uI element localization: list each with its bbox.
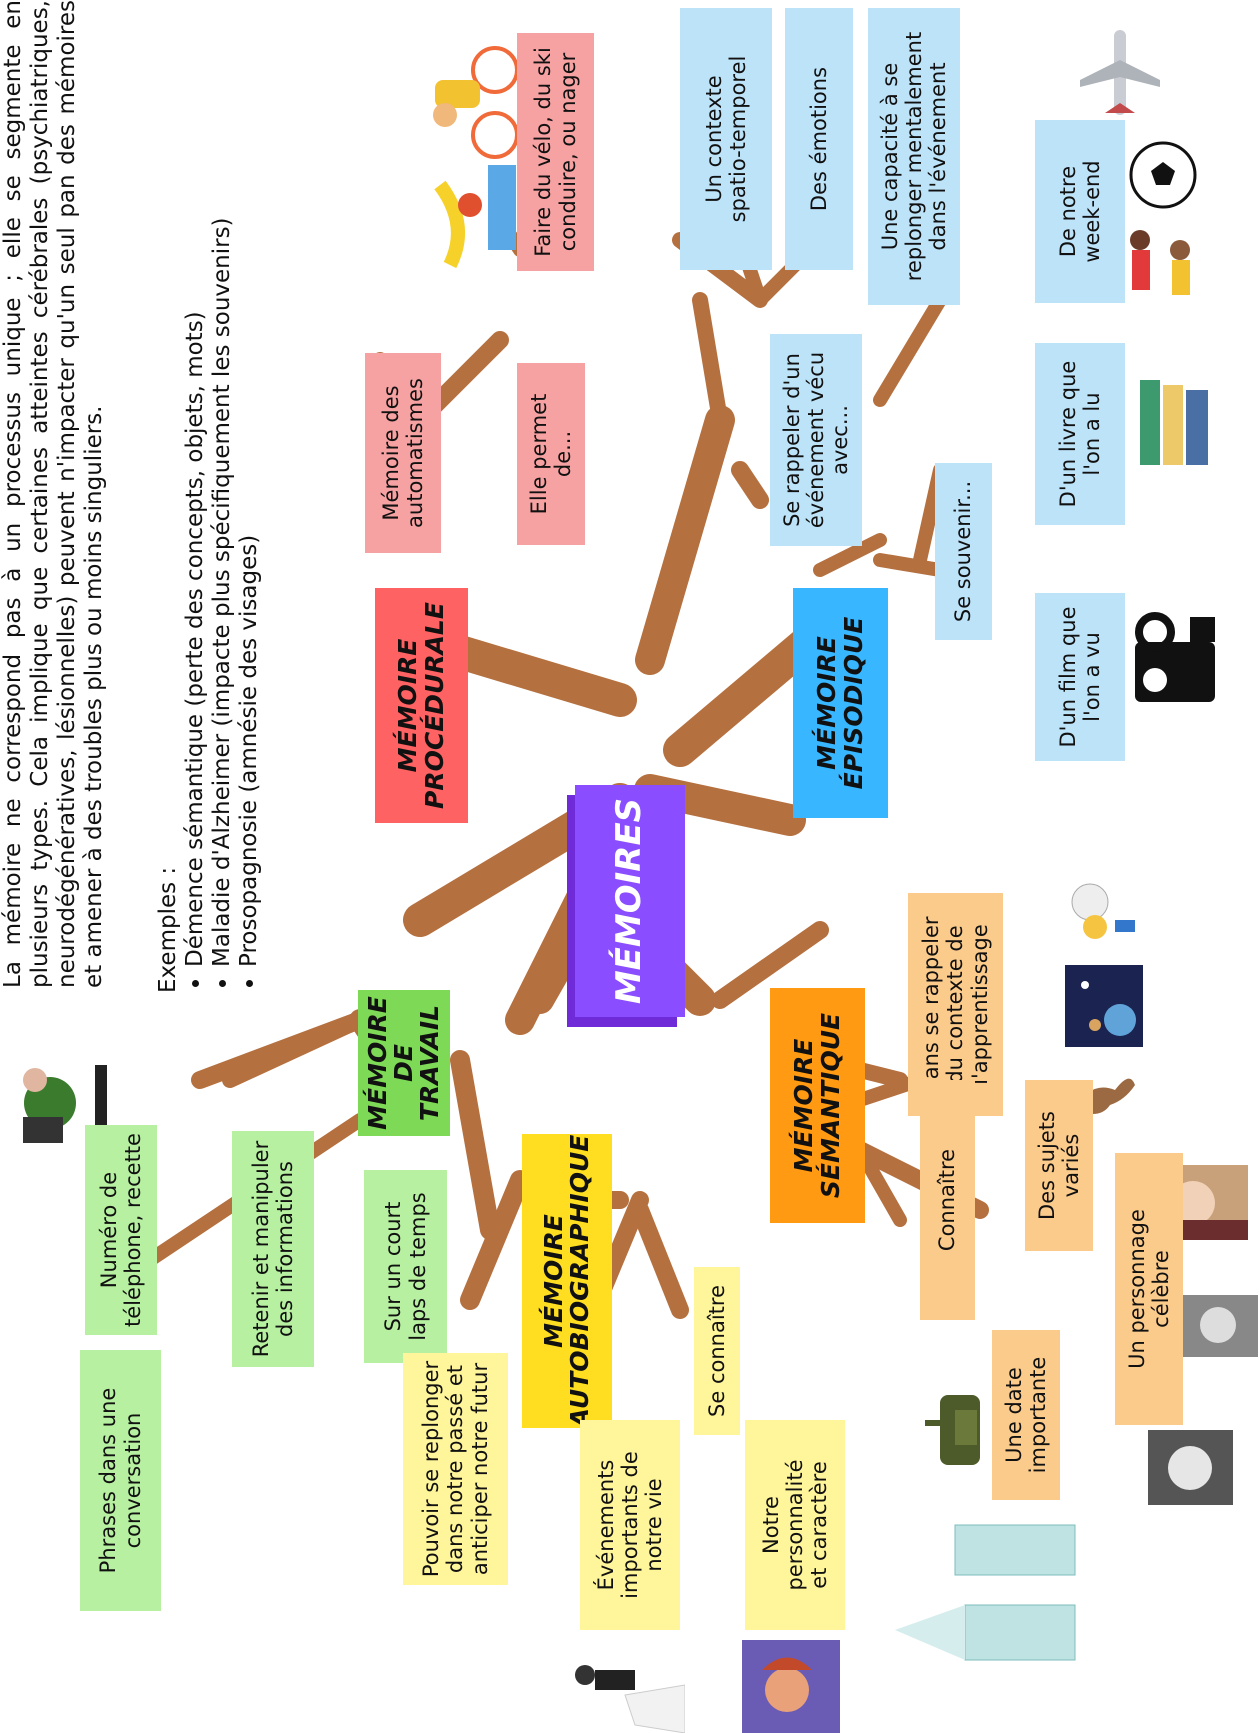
node-numero: Numéro de téléphone, recette: [85, 1125, 157, 1335]
node-souvenir: Se souvenir...: [935, 463, 992, 640]
node-court: Sur un court laps de temps: [364, 1170, 447, 1363]
ski-icon: [434, 165, 516, 269]
celebrity-portrait-2: [1178, 1295, 1258, 1357]
example-item: Démence sémantique (perte des concepts, …: [182, 193, 209, 967]
skyscraper-icon: [895, 1524, 1076, 1661]
node-date: Une date importante: [992, 1330, 1060, 1500]
node-memoire-semantique: MÉMOIRE SÉMANTIQUE: [770, 988, 865, 1223]
branch-line: [526, 916, 594, 1014]
node-pouvoir: Pouvoir se replonger dans notre passé et…: [403, 1353, 508, 1585]
children-icon: [1130, 230, 1190, 295]
branch-line: [853, 1143, 907, 1227]
center-node: MÉMOIRES: [575, 785, 685, 1017]
branch-line: [813, 533, 887, 577]
node-phrases: Phrases dans une conversation: [80, 1350, 161, 1611]
airplane-icon: [1080, 30, 1160, 115]
examples-list: Démence sémantique (perte des concepts, …: [182, 193, 263, 993]
node-retenir: Retenir et manipuler des informations: [232, 1131, 314, 1367]
node-film: D'un film que l'on a vu: [1035, 593, 1125, 761]
node-livre: D'un livre que l'on a lu: [1035, 343, 1125, 525]
node-automatismes: Mémoire des automatismes: [365, 353, 441, 553]
celebrity-portrait-3: [1148, 1430, 1233, 1505]
example-item: Maladie d'Alzheimer (impacte plus spécif…: [209, 193, 236, 967]
node-sujets: Des sujets variés: [1025, 1080, 1093, 1251]
node-replonger: Une capacité à se replonger mentalement …: [868, 8, 960, 305]
node-rappeler: Se rappeler d'un événement vécu avec...: [770, 334, 862, 546]
node-emotions: Des émotions: [785, 8, 853, 270]
branch-line: [873, 293, 947, 407]
tank-icon: [925, 1395, 980, 1465]
camera-icon: [1135, 612, 1215, 702]
node-permet: Elle permet de...: [517, 363, 585, 545]
branch-line: [873, 553, 947, 577]
branch-line: [731, 461, 769, 509]
branch-line: [450, 1050, 500, 1240]
chef-icon: [1071, 883, 1135, 939]
football-icon: [1129, 141, 1197, 209]
branch-line: [222, 1012, 368, 1088]
phone-person-icon: [23, 1065, 107, 1145]
branch-line: [635, 405, 735, 675]
example-item: Prosopagnosie (amnésie des visages): [236, 193, 263, 967]
node-contexte: Un contexte spatio-temporel: [680, 8, 772, 270]
bicycle-icon: [433, 46, 519, 159]
branch-line: [460, 1170, 530, 1310]
examples-label: Exemples :: [155, 866, 181, 993]
portrait-person-icon: [742, 1640, 840, 1733]
node-memoire-episodique: MÉMOIRE ÉPISODIQUE: [793, 588, 888, 818]
wedding-icon: [575, 1665, 685, 1733]
space-icon: [1065, 965, 1143, 1047]
books-icon: [1140, 380, 1208, 465]
node-memoire-autobiographique: MÉMOIRE AUTOBIOGRAPHIQUE: [522, 1134, 612, 1428]
branch-line: [711, 921, 829, 1009]
node-se-connaitre: Se connaître: [694, 1267, 740, 1435]
node-velo: Faire du vélo, du ski conduire, ou nager: [517, 33, 594, 271]
node-memoire-de-travail: MÉMOIRE DE TRAVAIL: [358, 990, 450, 1136]
examples-block: Exemples : Démence sémantique (perte des…: [155, 193, 264, 993]
intro-paragraph: La mémoire ne correspond pas à un proces…: [0, 0, 108, 988]
node-personnage: Un personnage célèbre: [1115, 1153, 1183, 1425]
node-evenements: Événements importants de notre vie: [580, 1420, 680, 1630]
node-weekend: De notre week-end: [1035, 120, 1125, 303]
node-connaitre: Connaître: [920, 1080, 975, 1320]
node-memoire-procedurale: MÉMOIRE PROCÉDURALE: [375, 588, 468, 823]
node-personnalite: Notre personnalité et caractère: [745, 1420, 845, 1630]
branch-line: [692, 292, 728, 428]
branch-line: [663, 623, 827, 767]
branch-line: [631, 1201, 689, 1319]
